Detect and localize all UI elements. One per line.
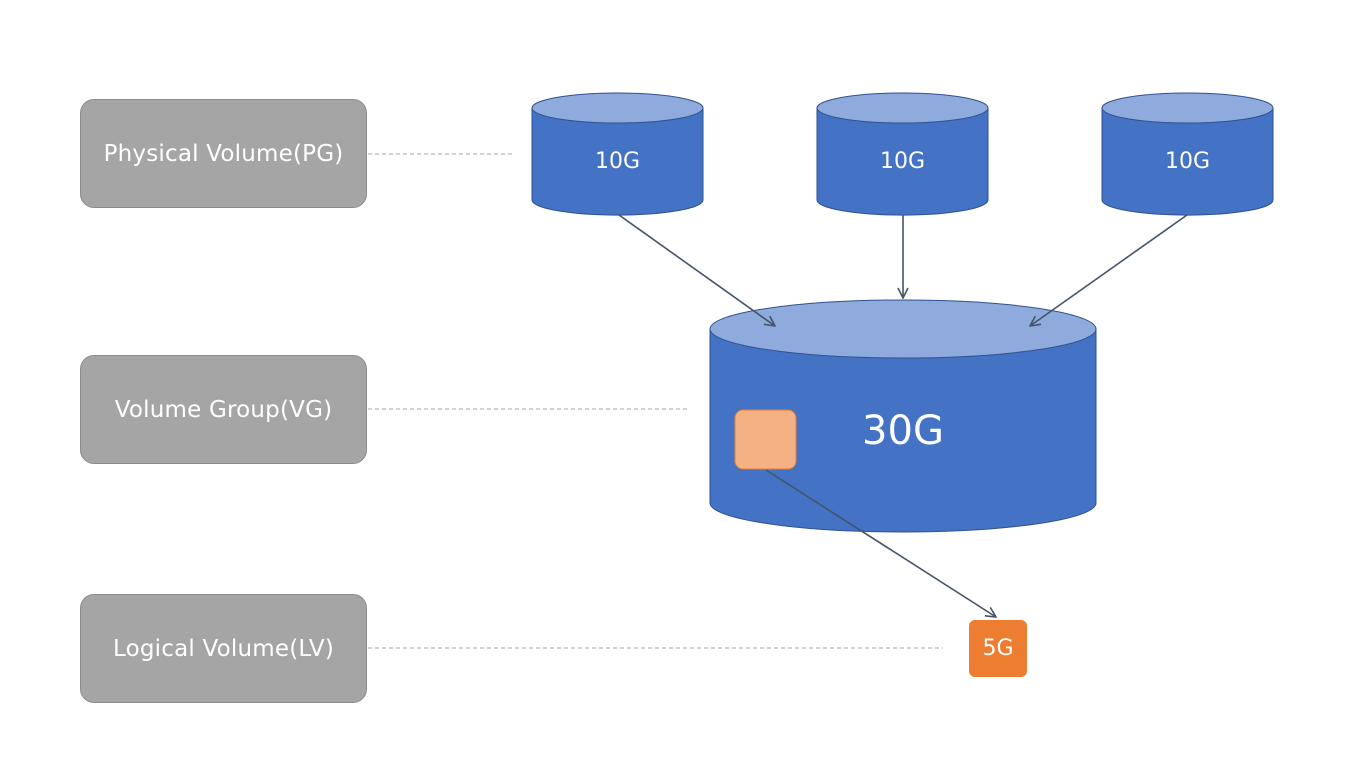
extent-block xyxy=(734,409,797,470)
disk-1-size: 10G xyxy=(595,149,640,174)
volume-group-label-text: Volume Group(VG) xyxy=(114,396,333,423)
arrow-disk-1-to-vg xyxy=(618,214,775,326)
volume-group-label: Volume Group(VG) xyxy=(80,355,367,464)
disk-2-size: 10G xyxy=(880,149,925,174)
physical-disk-2: 10G xyxy=(816,92,989,216)
logical-volume-box: 5G xyxy=(969,620,1027,677)
disk-3-size: 10G xyxy=(1165,149,1210,174)
arrow-extent-to-lv xyxy=(765,469,996,617)
logical-volume-label: Logical Volume(LV) xyxy=(80,594,367,703)
logical-volume-size: 5G xyxy=(982,636,1013,661)
physical-disk-1: 10G xyxy=(531,92,704,216)
physical-volume-label: Physical Volume(PG) xyxy=(80,99,367,208)
physical-volume-label-text: Physical Volume(PG) xyxy=(103,140,344,167)
volume-group-cylinder: 30G xyxy=(709,299,1097,533)
arrow-disk-3-to-vg xyxy=(1030,214,1188,326)
logical-volume-label-text: Logical Volume(LV) xyxy=(112,635,335,662)
physical-disk-3: 10G xyxy=(1101,92,1274,216)
volume-group-size: 30G xyxy=(862,408,944,454)
